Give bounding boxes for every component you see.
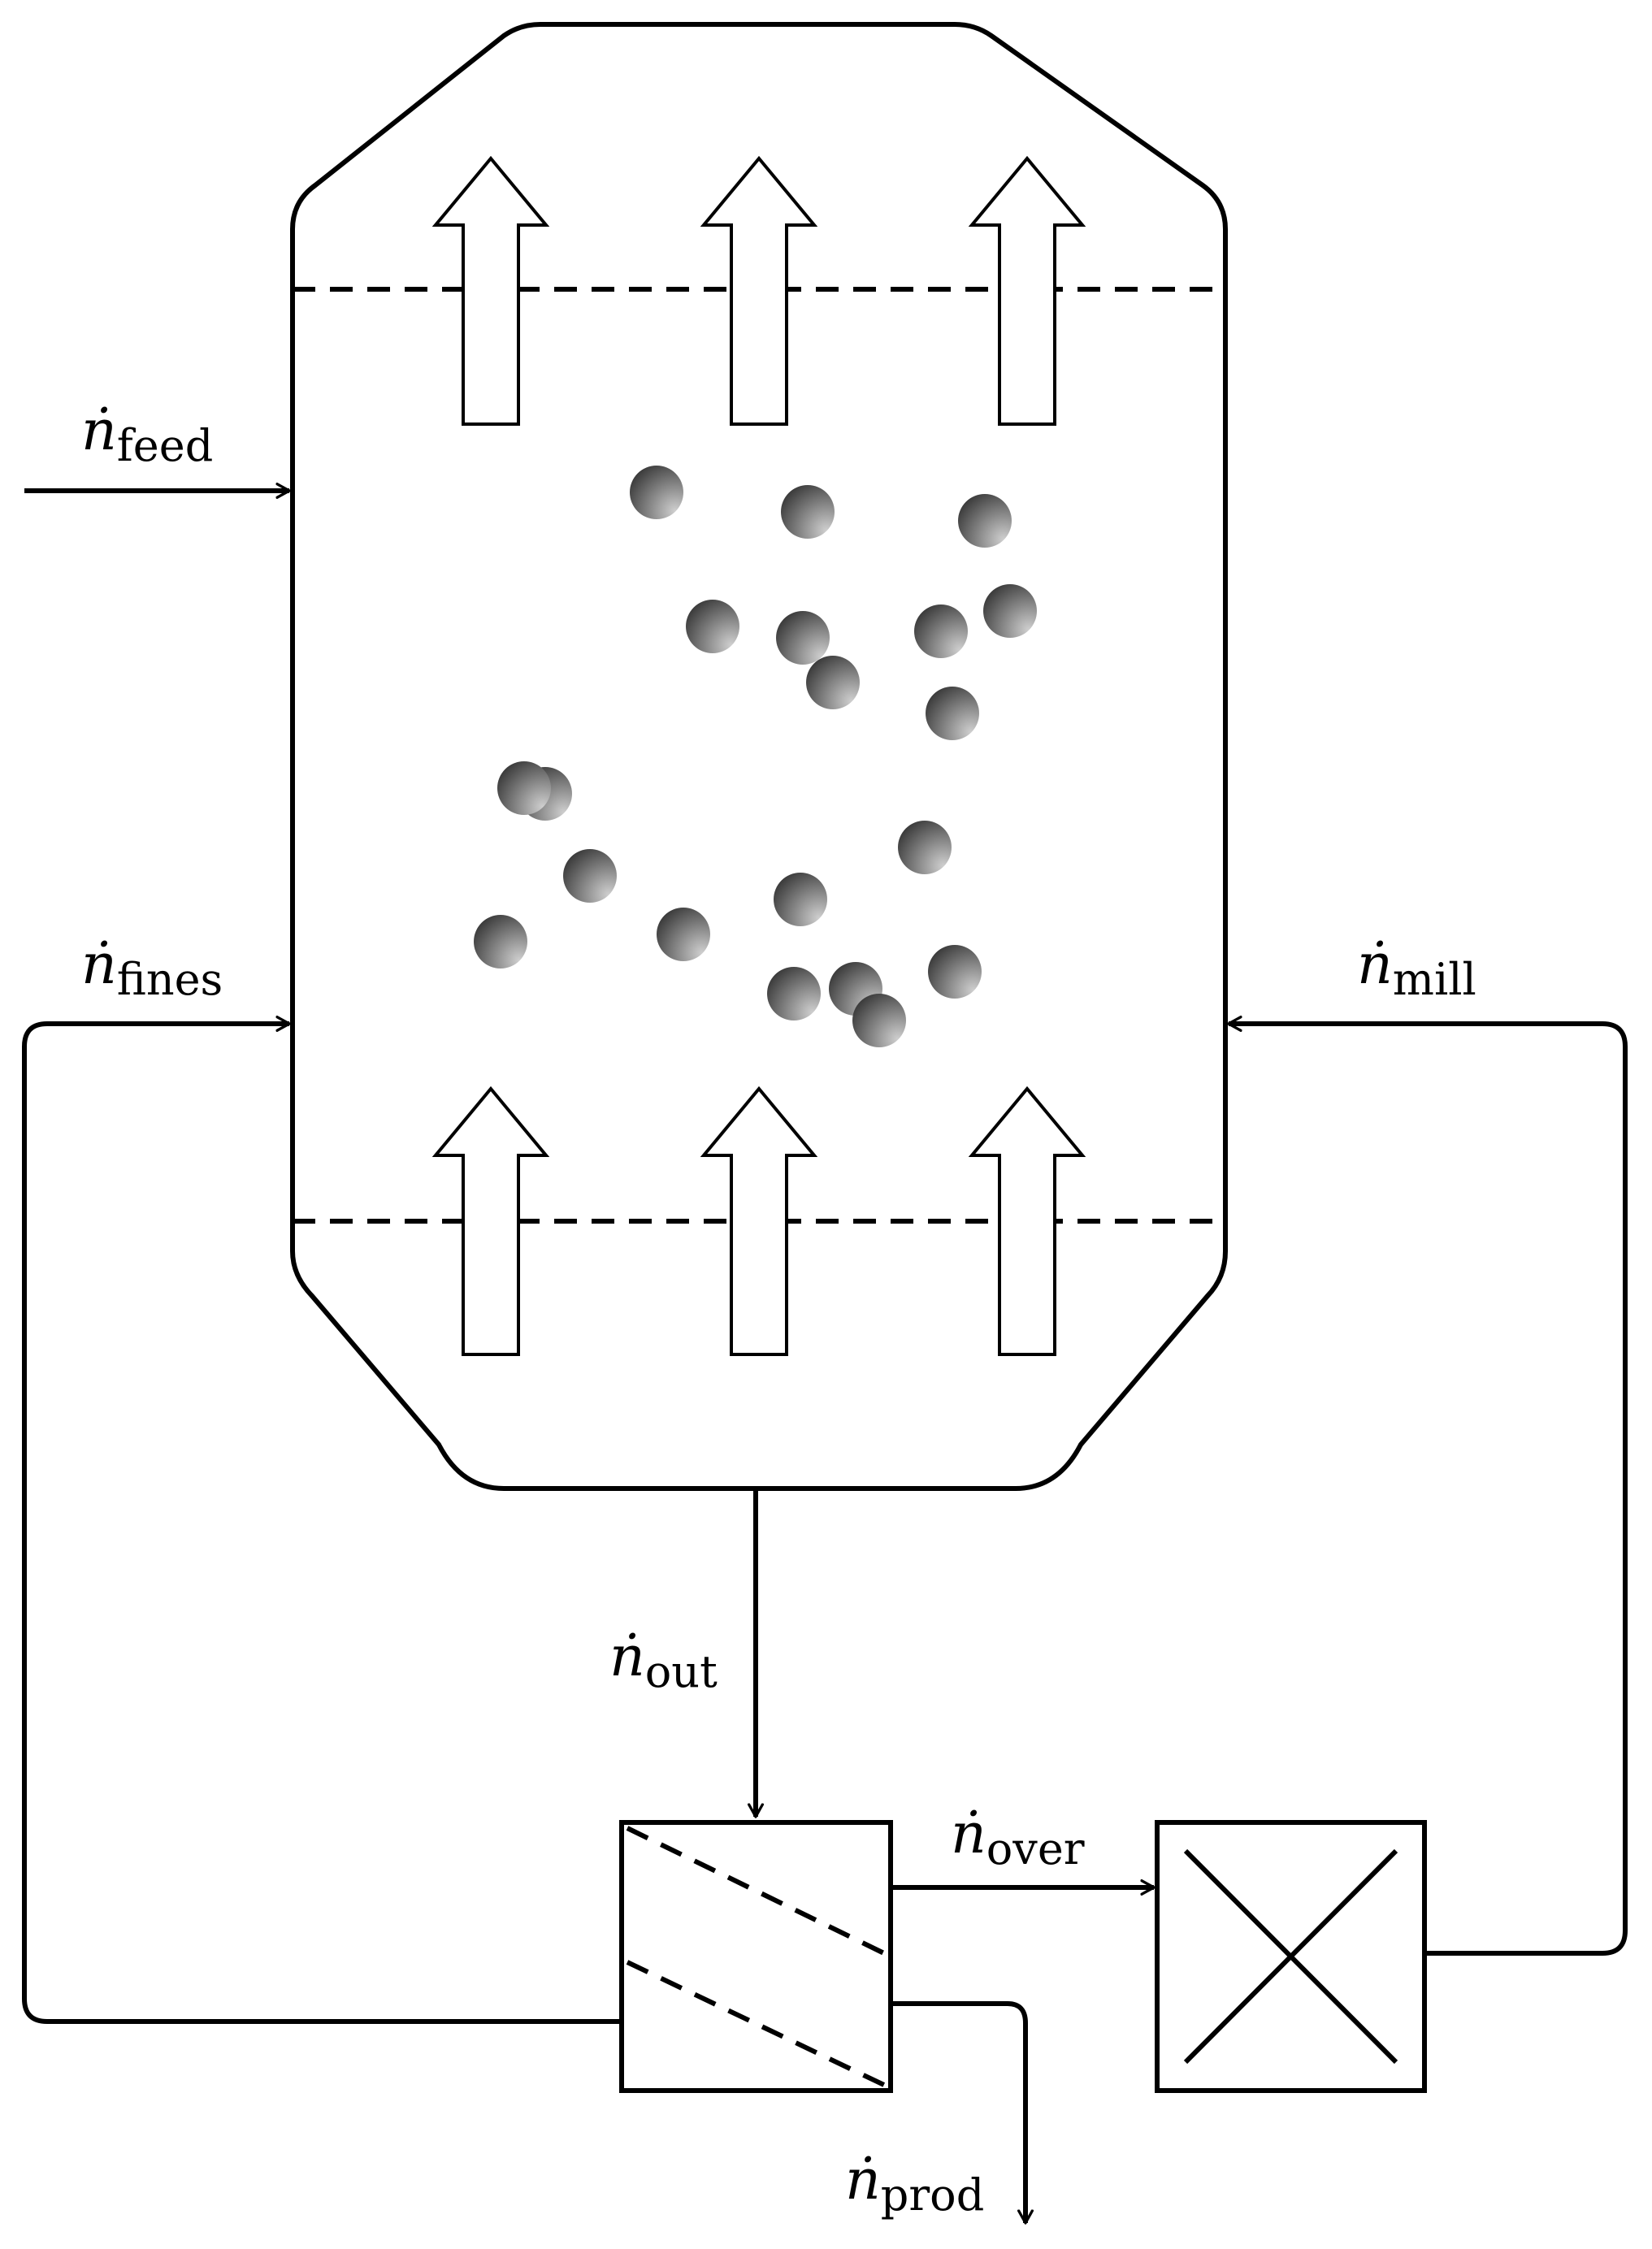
particle (781, 485, 835, 539)
product-stream-line (891, 2001, 1034, 2225)
fluidized-bed-vessel (290, 22, 1228, 1491)
gas-flow-arrow-bottom-3 (968, 1086, 1086, 1356)
particle (958, 494, 1012, 548)
particle (914, 604, 968, 658)
particle (852, 994, 906, 1047)
particle (774, 873, 827, 926)
particle (898, 821, 952, 874)
label-mill: ṅmill (1357, 933, 1476, 1005)
gas-flow-arrows (431, 155, 1086, 1356)
particle (926, 687, 979, 740)
particle (630, 466, 683, 519)
gas-flow-arrow-top-2 (700, 155, 818, 426)
particle (806, 656, 860, 709)
particle (497, 761, 551, 815)
particle (928, 945, 982, 999)
mill-cross-2 (1183, 1848, 1398, 2065)
mill-recycle-line (1227, 1016, 1628, 1956)
particles (474, 466, 1037, 1047)
gas-flow-arrow-bottom-2 (700, 1086, 818, 1356)
mill (1155, 1820, 1427, 2093)
gas-flow-arrow-top-1 (431, 155, 550, 426)
label-feed: ṅfeed (81, 399, 213, 471)
label-fines: ṅfines (81, 933, 223, 1005)
particle (563, 849, 617, 903)
particle (686, 600, 739, 653)
particle (767, 967, 821, 1020)
label-over: ṅover (951, 1802, 1085, 1874)
particle (776, 611, 830, 665)
particle (474, 915, 527, 968)
gas-flow-arrow-top-3 (968, 155, 1086, 426)
screen-mesh-lower (626, 1960, 889, 2089)
screen-classifier (619, 1820, 893, 2093)
fines-recycle-line (22, 1016, 622, 2024)
particle (983, 584, 1037, 638)
particle (657, 908, 710, 961)
gas-flow-arrow-bottom-1 (431, 1086, 550, 1356)
label-prod: ṅprod (845, 2148, 984, 2221)
screen-mesh-upper (626, 1826, 889, 1957)
label-out: ṅout (609, 1625, 718, 1697)
